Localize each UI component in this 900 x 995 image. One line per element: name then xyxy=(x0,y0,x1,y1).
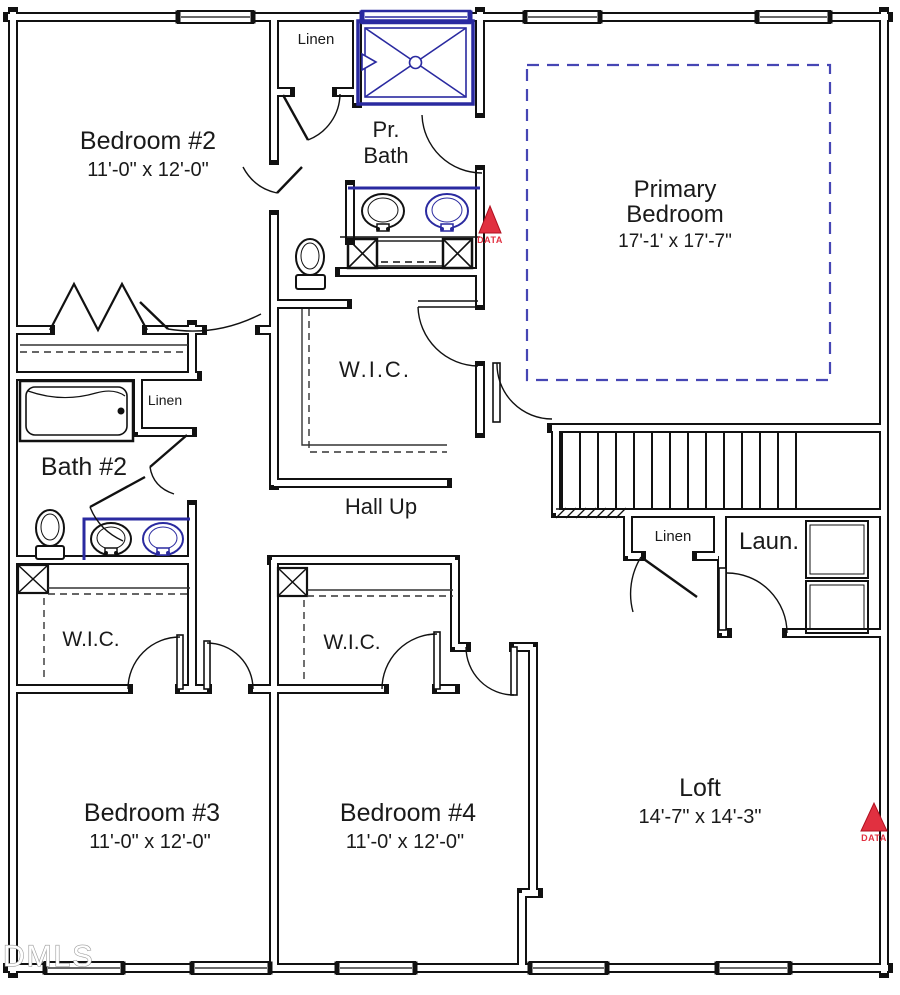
sink-blue xyxy=(425,193,469,232)
built-in-cabinets xyxy=(346,237,474,270)
room-label-wic-bedroom4: W.I.C. xyxy=(323,631,380,654)
room-dims-primary: 17'-1' x 17'-7" xyxy=(618,231,732,252)
room-dims-bedroom3: 11'-0" x 12'-0" xyxy=(89,831,211,853)
room-label-linen-top: Linen xyxy=(298,31,335,48)
room-label-loft: Loft xyxy=(679,774,721,802)
data-marker-label: DATA xyxy=(861,833,887,843)
data-marker-label: DATA xyxy=(477,235,503,245)
sink xyxy=(361,193,405,232)
room-label-bedroom2: Bedroom #2 xyxy=(80,127,216,155)
room-label-laundry: Laun. xyxy=(739,528,799,555)
staircase xyxy=(555,433,797,519)
windows xyxy=(42,9,833,975)
data-triangle-icon xyxy=(478,204,502,234)
window xyxy=(175,10,256,24)
shower xyxy=(356,19,475,106)
data-marker: DATA xyxy=(860,801,888,843)
window xyxy=(522,10,603,24)
room-label-wic-primary: W.I.C. xyxy=(339,357,411,382)
sink xyxy=(90,522,132,556)
room-label-bath2: Bath #2 xyxy=(41,453,127,481)
window xyxy=(42,961,126,975)
window xyxy=(754,10,833,24)
room-label-linen-stairs: Linen xyxy=(655,528,692,545)
data-marker: DATA xyxy=(477,204,503,245)
room-dims-loft: 14'-7" x 14'-3" xyxy=(638,806,761,828)
window xyxy=(189,961,273,975)
washer-dryer xyxy=(805,520,869,634)
doors xyxy=(89,93,788,696)
toilet xyxy=(35,509,65,560)
room-dims-bedroom4: 11'-0' x 12'-0" xyxy=(346,831,464,853)
room-dims-bedroom2: 11'-0" x 12'-0" xyxy=(87,159,209,181)
bifold-doors xyxy=(49,281,148,333)
room-label-hall: Hall Up xyxy=(345,494,417,519)
wall-outline xyxy=(3,7,893,978)
room-label-bedroom4: Bedroom #4 xyxy=(340,799,476,827)
room-label-prbath-2: Bath xyxy=(363,143,408,168)
wall-core xyxy=(8,12,888,973)
room-label-wic-bedroom3: W.I.C. xyxy=(62,628,119,651)
data-triangle-icon xyxy=(860,801,888,832)
window xyxy=(334,961,418,975)
closet-details xyxy=(16,281,453,682)
walls xyxy=(3,7,893,978)
room-label-primary-1: Primary xyxy=(634,176,717,203)
toilet xyxy=(295,238,326,290)
tray-ceiling-outline xyxy=(525,63,832,382)
bath2-vanity xyxy=(82,517,190,560)
watermark: DMLS xyxy=(3,940,94,973)
room-label-linen-bath2: Linen xyxy=(148,392,182,408)
room-labels: Bedroom #2 11'-0" x 12'-0" Linen Pr. Bat… xyxy=(41,31,799,853)
window xyxy=(527,961,610,975)
primary-bath-vanity xyxy=(340,186,480,238)
shower-door-icon xyxy=(361,52,378,72)
window xyxy=(714,961,793,975)
room-label-bedroom3: Bedroom #3 xyxy=(84,799,220,827)
sink-blue xyxy=(142,522,184,556)
bathtub xyxy=(18,379,135,443)
room-label-prbath-1: Pr. xyxy=(373,117,400,142)
room-label-primary-2: Bedroom xyxy=(626,201,723,228)
stair-cut-hatch xyxy=(555,507,628,519)
